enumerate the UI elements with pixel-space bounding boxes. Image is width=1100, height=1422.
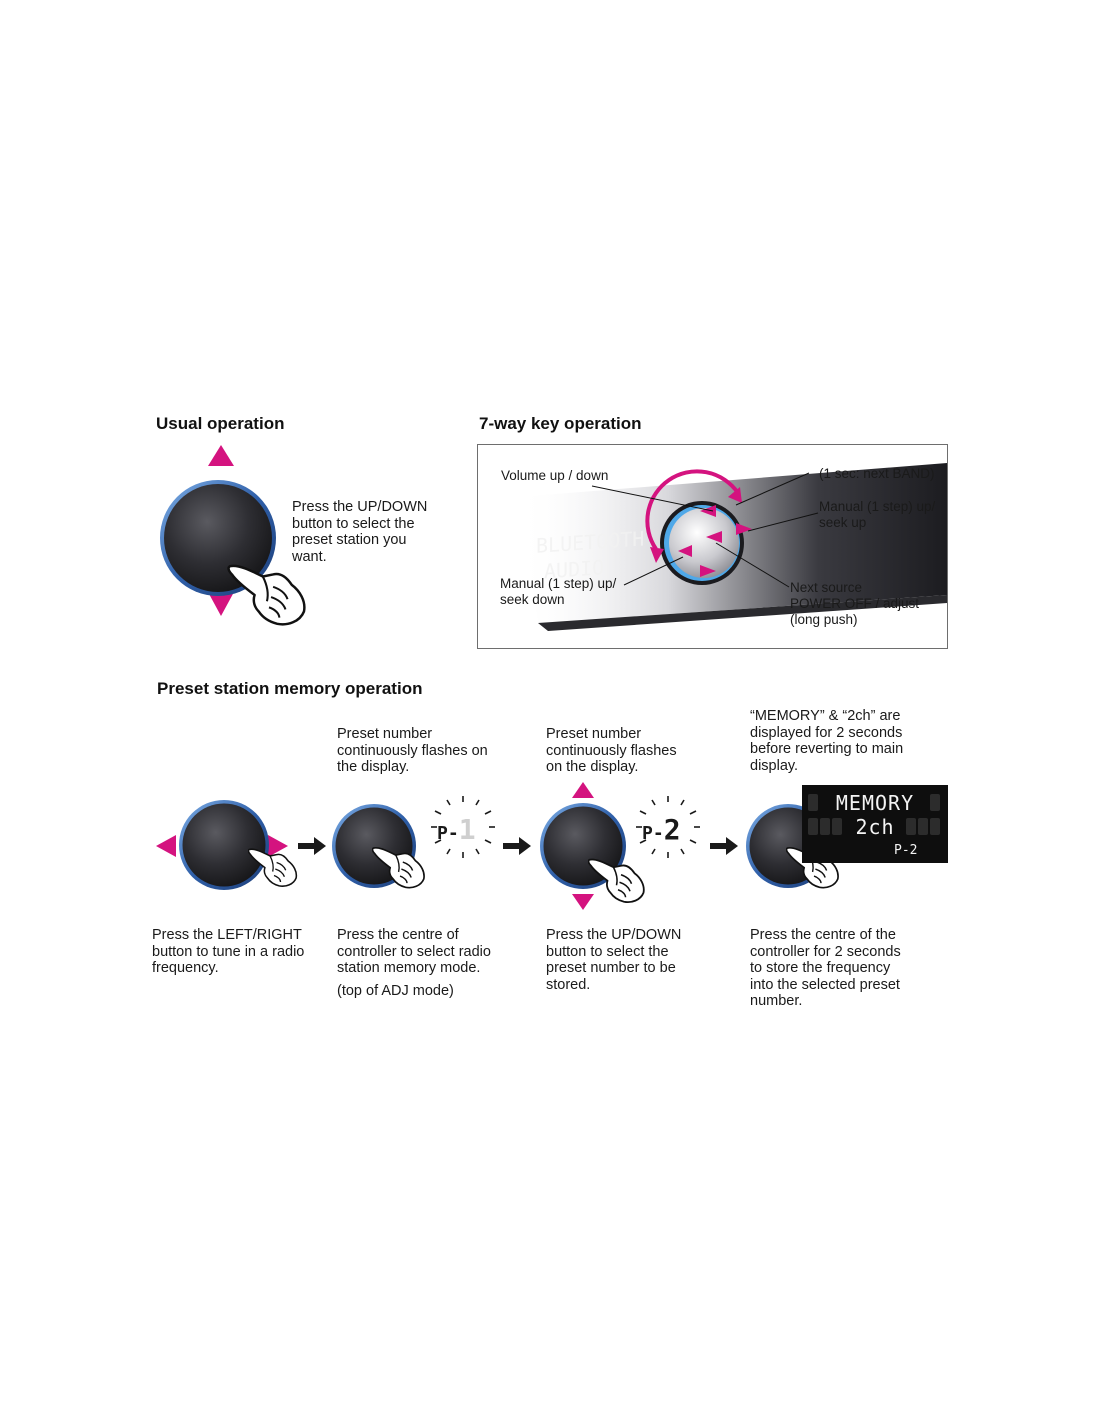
seven-way-heading: 7-way key operation [479,414,642,433]
seven-way-knob-icon [669,508,739,578]
step3-flashing-display: P-2 [632,794,704,860]
usual-operation-instruction: Press the UP/DOWN button to select the p… [292,499,428,565]
preset-memory-heading: Preset station memory operation [157,679,423,698]
left-arrow-icon [678,545,692,557]
car-stereo-illustration: BLUETOOTH AUDIO [518,463,947,631]
step3-top-text: Preset number continuously flashes on th… [546,726,677,775]
up-arrow-icon [700,505,716,517]
next-band-label: (1 sec: next BAND) [819,466,935,481]
step1-bottom-text: Press the LEFT/RIGHT button to tune in a… [152,927,305,976]
step2-illustration [332,804,426,889]
step3-display-digit: 2 [663,813,681,846]
up-arrow-icon [572,782,594,798]
lcd-preset-text: P-2 [894,843,918,858]
step3-display-prefix: P- [642,823,664,844]
down-arrow-icon [208,592,234,616]
next-source-label: Next source POWER OFF / adjust (long pus… [790,580,920,627]
step2-bottom-text: Press the centre of controller to select… [337,927,491,976]
flow-arrow-icon [298,837,326,855]
flow-arrow-icon [710,837,738,855]
usual-operation-heading: Usual operation [156,414,285,433]
lcd-memory-text: MEMORY [835,791,915,815]
down-arrow-icon [700,565,716,577]
stereo-display-line2: AUDIO [544,555,604,583]
left-arrow-icon [156,835,176,857]
memory-lcd-display: MEMORY 2ch P-2 [802,785,948,863]
controller-knob-icon [182,803,266,887]
step1-illustration [156,800,298,890]
step2-display-digit: 1 [458,813,476,846]
up-arrow-icon [208,445,234,466]
step2-top-text: Preset number continuously flashes on th… [337,726,488,775]
step2-display-prefix: P- [437,823,459,844]
seven-way-panel: BLUETOOTH AUDIO Volume up / down (1 sec:… [477,444,948,649]
pressing-hand-icon [227,564,306,626]
manual-seek-down-label: Manual (1 step) up/ seek down [500,576,617,607]
step2-flashing-display: P-1 [427,794,499,860]
center-arrow-icon [706,531,722,543]
step2-note: (top of ADJ mode) [337,983,454,999]
manual-seek-up-label: Manual (1 step) up/ seek up [819,499,936,530]
flow-arrow-icon [503,837,531,855]
controller-knob-icon [164,484,272,592]
down-arrow-icon [572,894,594,910]
step4-top-text: “MEMORY” & “2ch” are displayed for 2 sec… [750,708,904,774]
step3-illustration [540,782,645,910]
right-arrow-icon [268,835,288,857]
step3-bottom-text: Press the UP/DOWN button to select the p… [546,927,682,993]
usual-operation-illustration [160,445,306,626]
volume-label: Volume up / down [501,468,609,483]
right-arrow-icon [736,523,752,535]
lcd-channel-text: 2ch [855,815,895,839]
step4-bottom-text: Press the centre of the controller for 2… [750,927,901,1009]
